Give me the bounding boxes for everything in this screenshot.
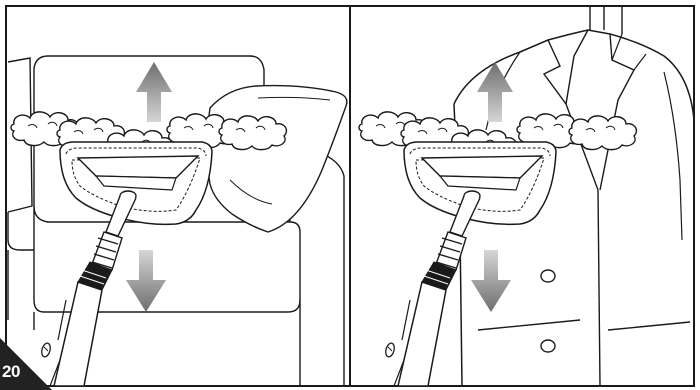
jacket-button — [541, 340, 555, 352]
jacket-button — [541, 270, 555, 282]
figure-number: 20 — [2, 362, 20, 382]
